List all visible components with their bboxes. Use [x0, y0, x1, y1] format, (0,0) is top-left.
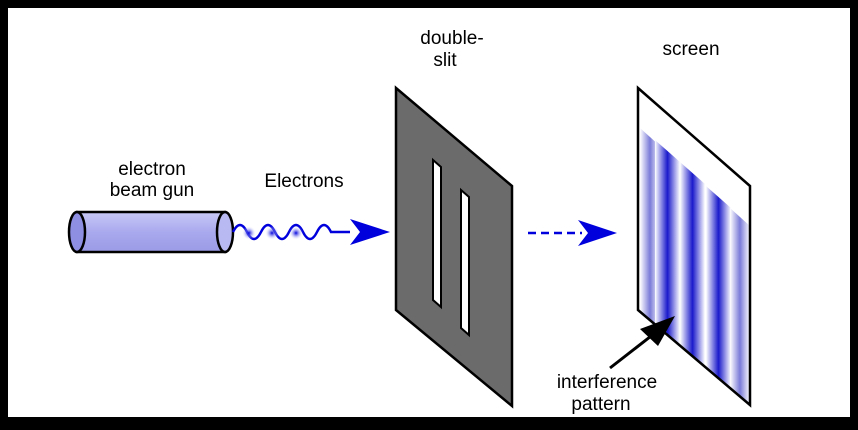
pattern-label-line1: interference — [557, 372, 657, 393]
pattern-pointer-arrow — [609, 316, 675, 370]
electron-dot — [289, 226, 303, 240]
electron-gun — [67, 210, 235, 254]
electron-dot — [265, 226, 279, 240]
gun-label-line2: beam gun — [110, 180, 195, 201]
screen-label: screen — [662, 39, 719, 60]
electron-dot — [242, 226, 256, 240]
slit-upper — [432, 157, 442, 310]
slit-lower — [460, 187, 470, 338]
double-slit-plate — [394, 85, 514, 409]
interference-fringes — [640, 128, 750, 405]
slit-label-line2: slit — [433, 50, 457, 71]
gun-label-line1: electron — [118, 159, 186, 180]
screen — [636, 85, 752, 408]
dashed-arrow — [528, 220, 617, 246]
electron-wave — [231, 219, 390, 245]
beam-arrowhead — [350, 219, 390, 245]
pattern-label-line2: pattern — [571, 394, 630, 415]
slit-label-line1: double- — [420, 28, 483, 49]
electrons-label: Electrons — [264, 171, 343, 192]
